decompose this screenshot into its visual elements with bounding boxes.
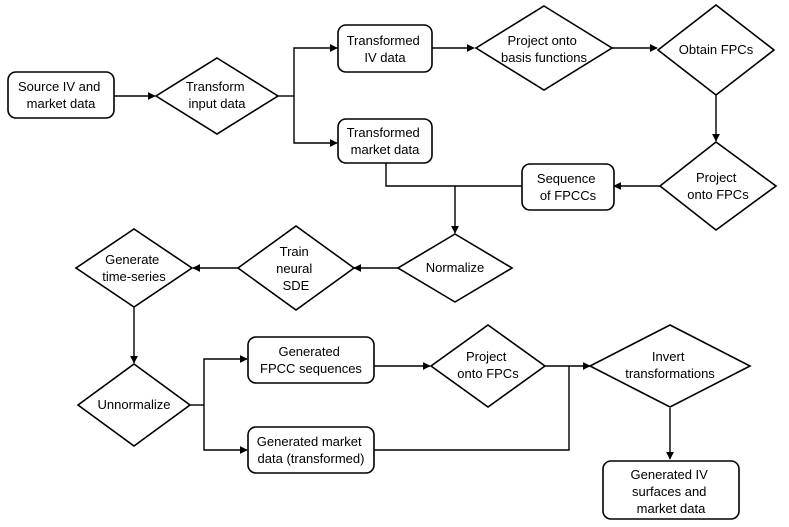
node-project-fpcs-1: Project onto FPCs [658,140,778,232]
node-label-line: SDE [283,278,310,293]
edge-market-to-invert [374,366,570,451]
node-label-line: Source IV and [18,79,100,94]
svg-text:Normalize: Normalize [426,260,485,275]
svg-text:Source IV and market d: Source IV and market data [18,79,104,111]
node-generated-iv-surfaces: Generated IV surfaces and market data [602,460,740,520]
svg-text:Obtain FPCs: Obtain FPCs [679,42,754,57]
svg-text:Sequence of FPCCs: Sequence of FPCCs [537,171,599,203]
svg-text:Generate time-series: Generate time-series [102,252,166,284]
node-label-line: onto FPCs [457,366,519,381]
node-generate-time-series: Generate time-series [74,228,194,308]
node-label-line: Obtain FPCs [679,42,754,57]
svg-text:Project onto FPCs: Project onto FPCs [457,349,519,381]
svg-text:Invert transformations: Invert transformations [625,349,715,381]
node-label-line: Generated market [257,434,362,449]
node-invert-transformations: Invert transformations [588,324,752,408]
node-transformed-market: Transformed market data [337,118,433,164]
svg-text:Generated market data: Generated market data (transformed) [257,434,365,466]
node-normalize: Normalize [396,233,514,303]
node-label-line: Transformed [347,125,420,140]
node-transform-input: Transform input data [154,57,280,135]
node-label-line: Generate [105,252,159,267]
node-label-line: input data [188,96,246,111]
node-generated-market-data: Generated market data (transformed) [247,426,375,474]
edge-to-transformed-iv [293,44,338,96]
node-generated-fpcc-sequences: Generated FPCC sequences [247,336,375,384]
node-label-line: neural [276,261,312,276]
edges [114,44,720,460]
node-label-line: Sequence [537,171,596,186]
node-label-line: Generated IV [631,467,709,482]
svg-text:Train neural S: Train neural SDE [276,244,316,293]
svg-text:Unnormalize: Unnormalize [98,397,171,412]
node-sequence-fpccs: Sequence of FPCCs [521,163,615,211]
svg-text:Transformed market dat: Transformed market data [347,125,424,157]
node-label-line: Unnormalize [98,397,171,412]
node-label-line: market data [27,96,96,111]
svg-text:Generated IV surfaces: Generated IV surfaces and market data [631,467,712,516]
svg-text:Project onto basis fun: Project onto basis functions [501,33,587,65]
node-project-basis: Project onto basis functions [474,5,614,91]
node-train-neural-sde: Train neural SDE [236,225,356,311]
node-obtain-fpcs: Obtain FPCs [656,3,776,97]
node-label-line: time-series [102,269,166,284]
node-label-line: surfaces and [632,484,706,499]
node-label-line: IV data [364,50,406,65]
node-project-fpcs-2: Project onto FPCs [429,324,547,408]
svg-text:Generated FPCC sequenc: Generated FPCC sequences [260,344,362,376]
svg-text:Transform input data: Transform input data [186,79,248,111]
node-label-line: data (transformed) [258,451,365,466]
node-unnormalize: Unnormalize [76,363,192,447]
node-label-line: FPCC sequences [260,361,362,376]
node-label-line: Normalize [426,260,485,275]
node-label-line: Transform [186,79,245,94]
node-label-line: market data [637,501,706,516]
node-label-line: basis functions [501,50,587,65]
node-label-line: Generated [278,344,339,359]
svg-text:Project onto FPCs: Project onto FPCs [687,170,749,202]
edge-to-transformed-market [293,96,338,147]
edge-to-generated-fpcc [203,355,248,405]
node-label-line: onto FPCs [687,187,749,202]
edge-market-to-merge [385,163,455,187]
node-label-line: transformations [625,366,715,381]
edge-to-generated-market [203,405,248,454]
nodes: Source IV and market data Transform inpu… [7,3,778,520]
node-label-line: Project [466,349,507,364]
node-label-line: Project onto [508,33,577,48]
node-label-line: Project [696,170,737,185]
svg-text:Transformed IV data: Transformed IV data [347,33,424,65]
node-label-line: Invert [652,349,685,364]
node-label-line: market data [351,142,420,157]
node-transformed-iv: Transformed IV data [337,24,433,73]
node-label-line: of FPCCs [540,188,597,203]
node-source-iv-market: Source IV and market data [7,71,115,119]
node-label-line: Train [280,244,309,259]
node-label-line: Transformed [347,33,420,48]
